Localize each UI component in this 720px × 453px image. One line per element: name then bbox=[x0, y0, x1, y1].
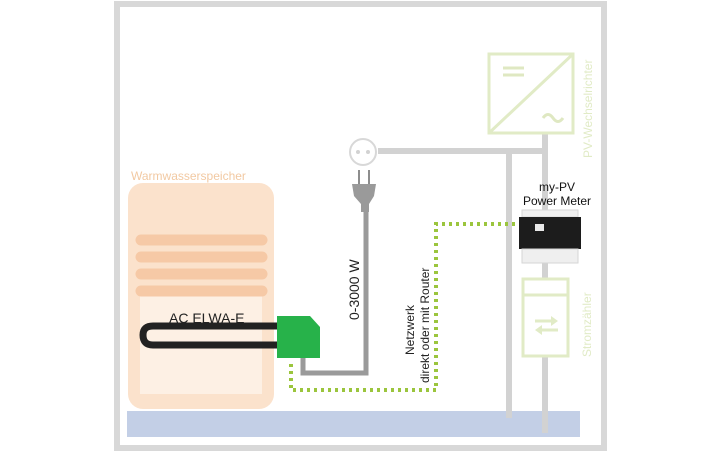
power-cable bbox=[300, 210, 369, 376]
water-tank: Warmwasserspeicher bbox=[128, 169, 274, 409]
network-label-line2: direkt oder mit Router bbox=[418, 268, 432, 383]
heater-label: AC ELWA-E bbox=[169, 310, 244, 326]
grid-meter bbox=[521, 277, 570, 358]
tank-heating-coil bbox=[135, 234, 268, 297]
heating-rod bbox=[139, 322, 283, 349]
network-connection bbox=[289, 222, 528, 392]
house-wiring bbox=[378, 133, 548, 433]
inverter-label: PV-Wechselrichter bbox=[581, 60, 595, 158]
meter-label-line2: Power Meter bbox=[523, 194, 591, 208]
power-plug-icon bbox=[352, 170, 376, 212]
elwa-device bbox=[277, 316, 320, 358]
grid-meter-label: Stromzähler bbox=[580, 292, 594, 357]
house-frame bbox=[114, 1, 607, 451]
water-tank-label: Warmwasserspeicher bbox=[131, 169, 246, 183]
meter-label-line1: my-PV bbox=[539, 180, 575, 194]
power-range-label: 0-3000 W bbox=[346, 259, 362, 320]
pv-inverter bbox=[487, 52, 575, 135]
network-label: Netzwerk direkt oder mit Router bbox=[403, 268, 432, 383]
power-socket-icon bbox=[349, 138, 377, 166]
network-label-line1: Netzwerk bbox=[403, 304, 417, 355]
bidirectional-arrows-icon bbox=[535, 316, 558, 335]
dc-lines-icon bbox=[503, 66, 524, 77]
power-meter bbox=[519, 209, 581, 264]
ground-strip bbox=[127, 411, 580, 437]
ac-wave-icon bbox=[541, 113, 565, 123]
